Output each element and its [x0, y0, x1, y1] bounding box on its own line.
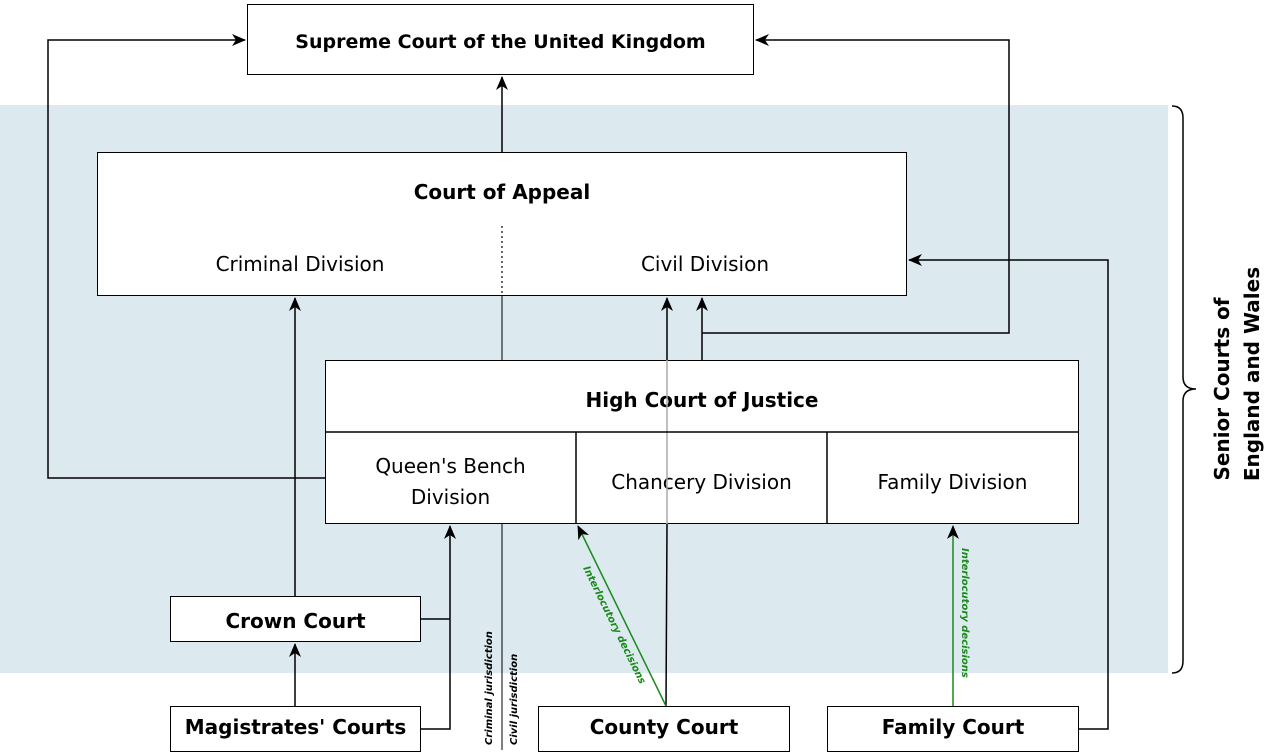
interlocutory-label-left: Interlocutory decisions [580, 564, 647, 686]
court-of-appeal-label: Court of Appeal [413, 180, 591, 204]
magistrates-courts-label: Magistrates' Courts [184, 715, 407, 739]
high-court-box [325, 360, 1079, 524]
queens-bench-label-line1: Queen's Bench [375, 454, 526, 478]
civil-division-label: Civil Division [640, 252, 770, 276]
criminal-division-label: Criminal Division [215, 252, 385, 276]
county-court-label: County Court [589, 715, 739, 739]
crown-court-box [170, 596, 421, 642]
civil-jurisdiction-label: Civil jurisdiction [509, 654, 520, 745]
county-court-interlocutory-arrow [577, 525, 667, 707]
supreme-court-box [247, 4, 754, 75]
family-court-label: Family Court [881, 715, 1025, 739]
crown-court-label: Crown Court [225, 609, 366, 633]
senior-courts-label-line2: England and Wales [1240, 267, 1264, 481]
senior-courts-label-line1: Senior Courts of [1210, 297, 1234, 480]
magistrates-to-queens-bench-arrow [421, 525, 456, 730]
queens-bench-to-supreme-arrow [47, 34, 325, 479]
supreme-court-label: Supreme Court of the United Kingdom [295, 31, 706, 53]
family-court-to-civil-arrow [908, 254, 1109, 730]
county-court-to-civil-arrow [665, 523, 668, 707]
high-court-label: High Court of Justice [585, 388, 819, 412]
county-court-box [538, 706, 790, 752]
criminal-jurisdiction-label: Criminal jurisdiction [484, 631, 495, 745]
chancery-division-label: Chancery Division [611, 470, 792, 494]
family-court-box [827, 706, 1079, 752]
high-court-to-supreme-arrow [702, 34, 1010, 334]
queens-bench-label-line2: Division [410, 485, 491, 509]
senior-courts-brace [1171, 105, 1197, 674]
family-division-label: Family Division [877, 470, 1028, 494]
magistrates-courts-box [170, 706, 421, 752]
interlocutory-label-right: Interlocutory decisions [959, 548, 970, 678]
